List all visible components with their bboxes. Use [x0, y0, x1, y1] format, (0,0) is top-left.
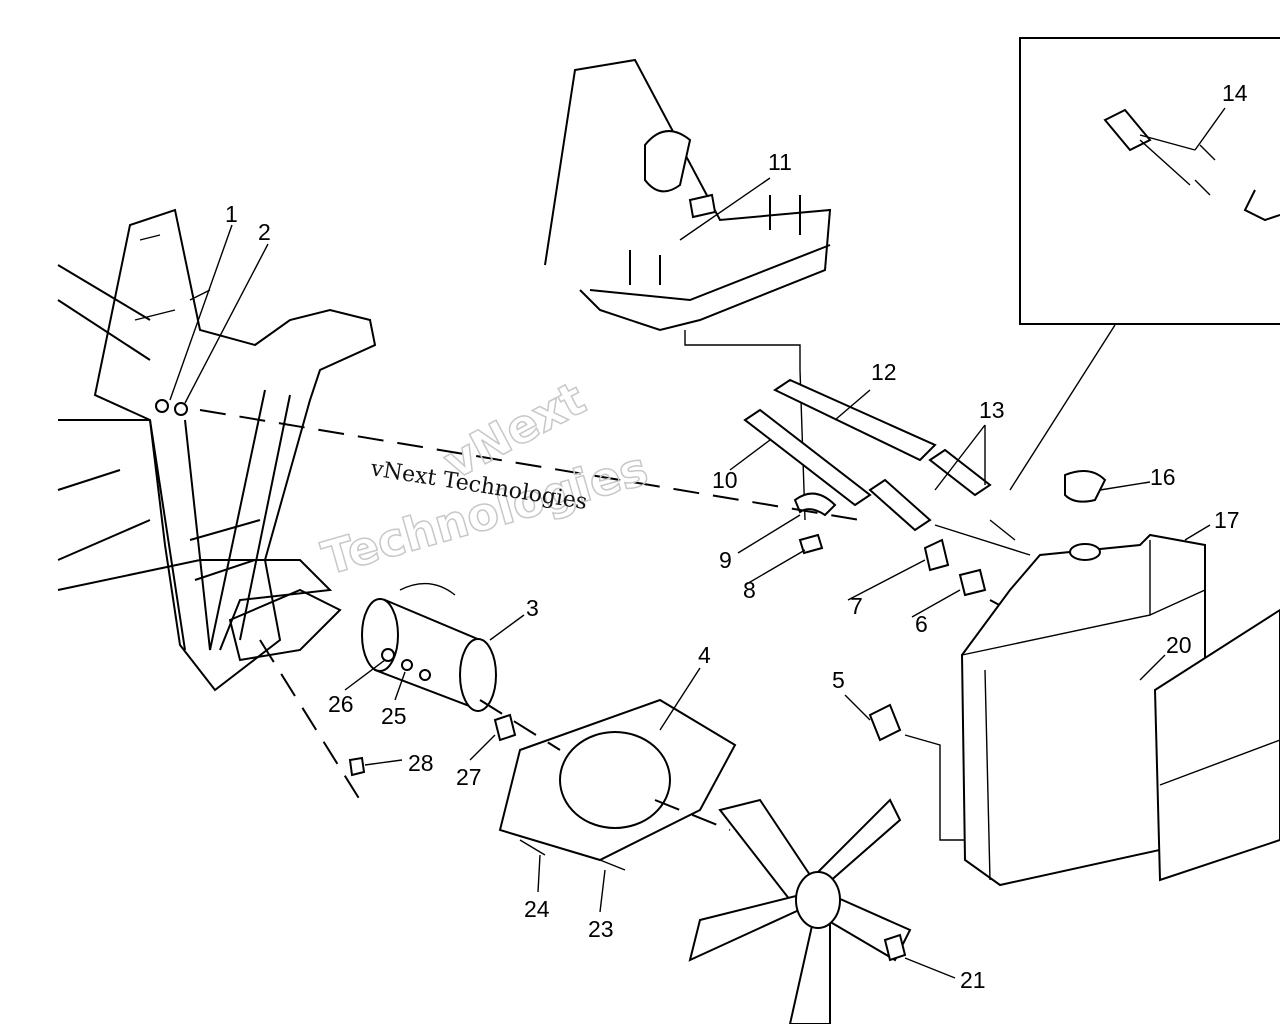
leader-lines: [169, 107, 1226, 979]
inset-box: [1009, 37, 1280, 491]
callout-27: 27: [456, 764, 482, 790]
callout-20: 20: [1166, 632, 1192, 658]
callout-17: 17: [1214, 507, 1240, 533]
callout-8: 8: [743, 577, 756, 603]
callout-11: 11: [768, 149, 792, 175]
callout-5: 5: [832, 667, 845, 693]
callout-2: 2: [258, 219, 271, 245]
callout-9: 9: [719, 547, 732, 573]
callout-24: 24: [524, 896, 550, 922]
callout-23: 23: [588, 916, 614, 942]
callout-28: 28: [408, 750, 434, 776]
callout-7: 7: [850, 593, 863, 619]
callout-4: 4: [698, 642, 711, 668]
bracket-detail: [544, 58, 832, 521]
frame-assembly: [57, 208, 377, 692]
callout-12: 12: [871, 359, 897, 385]
fan-motor: [259, 582, 965, 1024]
callout-26: 26: [328, 691, 354, 717]
callout-3: 3: [526, 595, 539, 621]
callout-labels: 1 2 3 4 5 6 7 8 9 10 11 12 13 14 16 17 2…: [225, 80, 1248, 993]
callout-25: 25: [381, 703, 407, 729]
callout-6: 6: [915, 611, 928, 637]
callout-10: 10: [712, 467, 738, 493]
watermark: vNext Technologies vNext Technologies: [315, 370, 654, 586]
callout-13: 13: [979, 397, 1005, 423]
callout-1: 1: [225, 201, 238, 227]
callout-16: 16: [1150, 464, 1176, 490]
callout-14: 14: [1222, 80, 1248, 106]
callout-21: 21: [960, 967, 986, 993]
radiator: [960, 470, 1280, 887]
